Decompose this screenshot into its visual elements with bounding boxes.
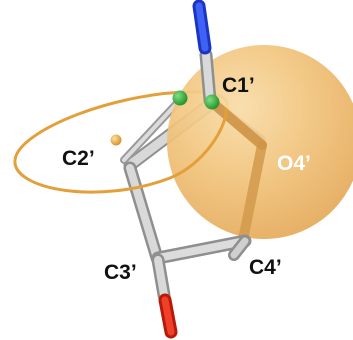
green-marker-c1: [204, 94, 220, 110]
label-c1: C1’: [222, 74, 255, 97]
bond-o4-c4-through-sphere: [238, 140, 267, 245]
green-marker-left: [172, 90, 188, 106]
label-c2: C2’: [62, 147, 95, 170]
bond-c3-c4-highlight: [154, 237, 249, 262]
bond-c1-n-carbon-half-highlight: [202, 51, 214, 104]
bond-c4-stub-highlight: [230, 237, 249, 259]
label-c4: C4’: [249, 256, 282, 279]
label-c3: C3’: [104, 261, 137, 284]
bond-c2-c3-highlight: [126, 164, 161, 262]
bond-c1-o4-through-sphere: [209, 99, 267, 150]
bond-c3-o-carbon-half-highlight: [154, 256, 168, 299]
bond-marker-c2-highlight: [122, 98, 182, 162]
bond-c1-n-nitrogen-half-highlight: [195, 2, 209, 52]
label-o4: O4’: [277, 152, 311, 175]
ring-centroid-marker: [110, 134, 122, 146]
pucker-ring-ellipse-front: [13, 107, 228, 194]
bond-c3-o-oxygen-half-highlight: [161, 296, 175, 336]
